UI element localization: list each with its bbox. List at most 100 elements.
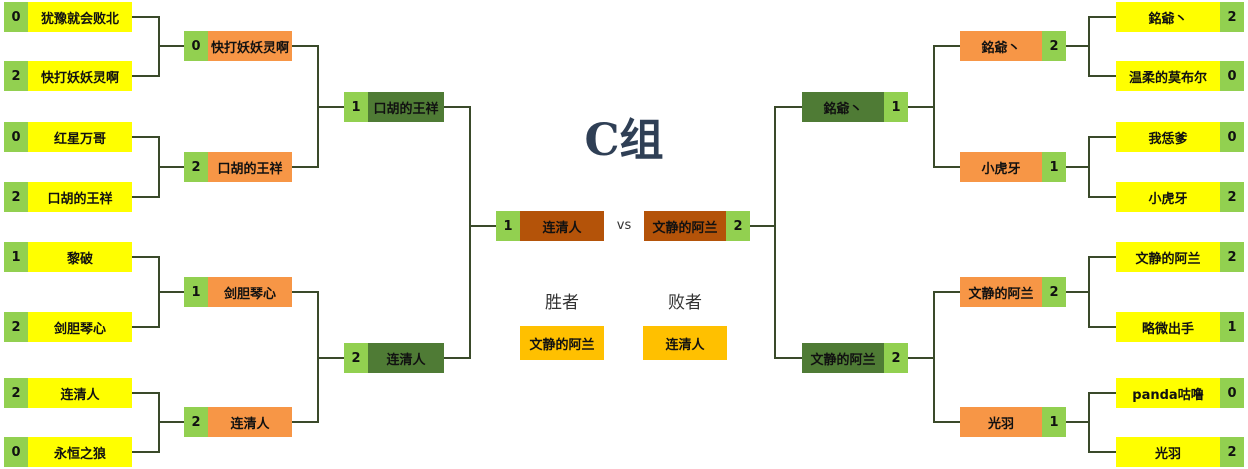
right-r1-slot-2: 0 温柔的莫布尔 bbox=[1116, 61, 1244, 91]
bracket-connector-5 bbox=[132, 256, 160, 328]
left-final-slot: 1 连清人 bbox=[496, 211, 604, 241]
right-r1-score-8: 2 bbox=[1220, 437, 1244, 467]
left-r3-score-2: 2 bbox=[344, 343, 368, 373]
right-r3-slot-1: 1 銘爺丶 bbox=[802, 92, 908, 122]
bracket-connector-9 bbox=[292, 45, 319, 168]
left-r2-slot-4: 2 连清人 bbox=[184, 407, 292, 437]
left-r2-score-2: 2 bbox=[184, 152, 208, 182]
bracket-connector-3 bbox=[132, 136, 160, 198]
right-r1-score-1: 2 bbox=[1220, 2, 1244, 32]
right-r1-name-7: panda咕噜 bbox=[1116, 378, 1220, 408]
right-r1-name-2: 温柔的莫布尔 bbox=[1116, 61, 1220, 91]
right-r2-name-1: 銘爺丶 bbox=[960, 31, 1042, 61]
right-r2-score-4: 1 bbox=[1042, 407, 1066, 437]
right-r1-slot-4: 2 小虎牙 bbox=[1116, 182, 1244, 212]
right-r1-name-3: 我恁爹 bbox=[1116, 122, 1220, 152]
right-r2-score-2: 1 bbox=[1042, 152, 1066, 182]
left-r2-score-1: 0 bbox=[184, 31, 208, 61]
left-r1-name-4: 口胡的王祥 bbox=[28, 182, 132, 212]
left-r1-score-2: 2 bbox=[4, 61, 28, 91]
left-r1-slot-1: 0 犹豫就会败北 bbox=[4, 2, 132, 32]
right-r1-slot-6: 1 略微出手 bbox=[1116, 312, 1244, 342]
left-r2-slot-2: 2 口胡的王祥 bbox=[184, 152, 292, 182]
left-r1-slot-4: 2 口胡的王祥 bbox=[4, 182, 132, 212]
right-r1-score-4: 2 bbox=[1220, 182, 1244, 212]
right-r2-slot-3: 2 文静的阿兰 bbox=[960, 277, 1066, 307]
bracket-connector-11 bbox=[292, 291, 319, 423]
left-r1-name-3: 红星万哥 bbox=[28, 122, 132, 152]
right-r2-slot-2: 1 小虎牙 bbox=[960, 152, 1066, 182]
right-r3-name-1: 銘爺丶 bbox=[802, 92, 884, 122]
left-r1-slot-7: 2 连清人 bbox=[4, 378, 132, 408]
right-r1-score-2: 0 bbox=[1220, 61, 1244, 91]
bracket-connector-13 bbox=[444, 106, 471, 359]
right-r1-name-5: 文静的阿兰 bbox=[1116, 242, 1220, 272]
left-final-name: 连清人 bbox=[520, 211, 604, 241]
left-r1-slot-2: 2 快打妖妖灵啊 bbox=[4, 61, 132, 91]
left-r1-score-4: 2 bbox=[4, 182, 28, 212]
left-r1-score-7: 2 bbox=[4, 378, 28, 408]
left-r1-slot-5: 1 黎破 bbox=[4, 242, 132, 272]
left-r3-slot-1: 1 口胡的王祥 bbox=[344, 92, 444, 122]
right-r2-slot-1: 2 銘爺丶 bbox=[960, 31, 1066, 61]
left-r2-name-2: 口胡的王祥 bbox=[208, 152, 292, 182]
left-r2-slot-3: 1 剑胆琴心 bbox=[184, 277, 292, 307]
right-r1-slot-3: 0 我恁爹 bbox=[1116, 122, 1244, 152]
left-r1-name-6: 剑胆琴心 bbox=[28, 312, 132, 342]
right-r2-name-3: 文静的阿兰 bbox=[960, 277, 1042, 307]
bracket-connector-25 bbox=[933, 291, 960, 423]
right-r2-score-1: 2 bbox=[1042, 31, 1066, 61]
left-r1-name-2: 快打妖妖灵啊 bbox=[28, 61, 132, 91]
bracket-connector-23 bbox=[933, 45, 960, 168]
left-r1-score-8: 0 bbox=[4, 437, 28, 467]
right-final-score: 2 bbox=[726, 211, 750, 241]
left-r1-name-1: 犹豫就会败北 bbox=[28, 2, 132, 32]
right-r1-slot-1: 2 銘爺丶 bbox=[1116, 2, 1244, 32]
left-r3-name-1: 口胡的王祥 bbox=[368, 92, 444, 122]
right-r2-slot-4: 1 光羽 bbox=[960, 407, 1066, 437]
right-r3-score-1: 1 bbox=[884, 92, 908, 122]
right-r1-score-7: 0 bbox=[1220, 378, 1244, 408]
left-r1-score-5: 1 bbox=[4, 242, 28, 272]
right-r1-score-6: 1 bbox=[1220, 312, 1244, 342]
loser-label: 败者 bbox=[668, 293, 702, 313]
right-r1-name-4: 小虎牙 bbox=[1116, 182, 1220, 212]
right-r1-name-1: 銘爺丶 bbox=[1116, 2, 1220, 32]
right-r1-slot-7: 0 panda咕噜 bbox=[1116, 378, 1244, 408]
bracket-connector-7 bbox=[132, 392, 160, 453]
right-r1-score-5: 2 bbox=[1220, 242, 1244, 272]
loser-box: 连清人 bbox=[643, 326, 727, 360]
bracket-connector-27 bbox=[774, 106, 802, 359]
right-final-slot: 2 文静的阿兰 bbox=[644, 211, 750, 241]
right-r2-name-4: 光羽 bbox=[960, 407, 1042, 437]
winner-box: 文静的阿兰 bbox=[520, 326, 604, 360]
left-r2-name-1: 快打妖妖灵啊 bbox=[208, 31, 292, 61]
left-r3-name-2: 连清人 bbox=[368, 343, 444, 373]
left-r2-score-4: 2 bbox=[184, 407, 208, 437]
left-r1-name-5: 黎破 bbox=[28, 242, 132, 272]
right-r1-name-8: 光羽 bbox=[1116, 437, 1220, 467]
left-r3-score-1: 1 bbox=[344, 92, 368, 122]
right-r3-slot-2: 2 文静的阿兰 bbox=[802, 343, 908, 373]
group-title: C组 bbox=[584, 115, 664, 166]
left-r2-name-3: 剑胆琴心 bbox=[208, 277, 292, 307]
right-r2-name-2: 小虎牙 bbox=[960, 152, 1042, 182]
left-r1-name-8: 永恒之狼 bbox=[28, 437, 132, 467]
right-r1-slot-5: 2 文静的阿兰 bbox=[1116, 242, 1244, 272]
right-r1-name-6: 略微出手 bbox=[1116, 312, 1220, 342]
bracket-connector-15 bbox=[1088, 16, 1116, 77]
bracket-connector-21 bbox=[1088, 392, 1116, 453]
right-r3-score-2: 2 bbox=[884, 343, 908, 373]
left-final-score: 1 bbox=[496, 211, 520, 241]
left-r1-name-7: 连清人 bbox=[28, 378, 132, 408]
right-r2-score-3: 2 bbox=[1042, 277, 1066, 307]
right-r1-score-3: 0 bbox=[1220, 122, 1244, 152]
left-r1-slot-6: 2 剑胆琴心 bbox=[4, 312, 132, 342]
bracket-connector-19 bbox=[1088, 256, 1116, 328]
vs-label: vs bbox=[616, 218, 632, 233]
right-r3-name-2: 文静的阿兰 bbox=[802, 343, 884, 373]
left-r2-score-3: 1 bbox=[184, 277, 208, 307]
left-r1-slot-3: 0 红星万哥 bbox=[4, 122, 132, 152]
